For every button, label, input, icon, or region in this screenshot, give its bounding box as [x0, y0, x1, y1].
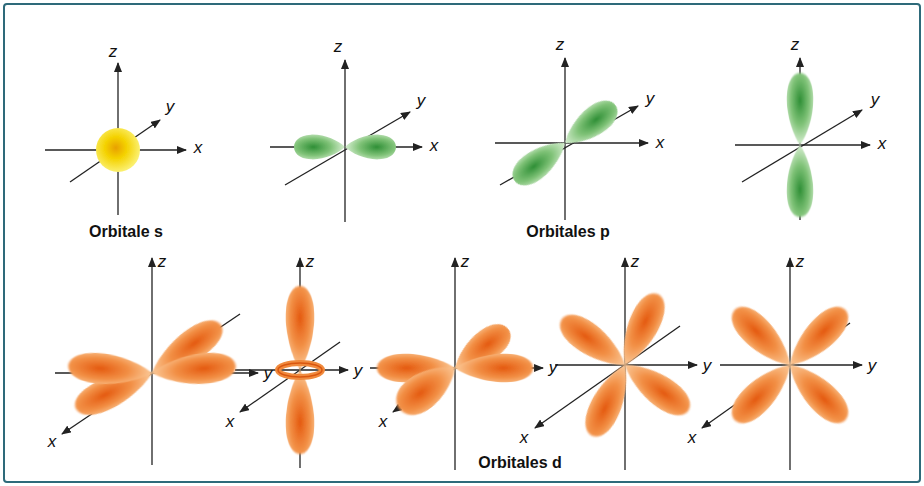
axis-label: x: [48, 433, 57, 452]
axis-label: z: [791, 36, 800, 55]
axis-label: y: [264, 365, 273, 384]
orbital-caption: Orbitale s: [89, 223, 163, 241]
axis-label: y: [549, 359, 558, 378]
axis-label: z: [109, 43, 118, 62]
axis-label: x: [194, 139, 203, 158]
axis-label: x: [878, 135, 887, 154]
axis-label: x: [379, 413, 388, 432]
axis-label: x: [430, 137, 439, 156]
axis-label: y: [417, 92, 426, 111]
axis-label: z: [306, 253, 315, 272]
orbital-caption: Orbitales d: [478, 454, 562, 472]
orbital-caption: Orbitales p: [526, 223, 610, 241]
axis-label: z: [461, 253, 470, 272]
axis-label: z: [334, 38, 343, 57]
axis-label: x: [226, 413, 235, 432]
axis-label: z: [631, 253, 640, 272]
axis-label: x: [656, 134, 665, 153]
axis-label: y: [646, 90, 655, 109]
axis-label: z: [158, 253, 167, 272]
axis-label: y: [703, 357, 712, 376]
axis-label: y: [871, 91, 880, 110]
axis-label: x: [520, 429, 529, 448]
axis-label: z: [556, 36, 565, 55]
axis-label: z: [796, 253, 805, 272]
axis-label: y: [868, 357, 877, 376]
axis-label: y: [166, 98, 175, 117]
axis-label: x: [688, 429, 697, 448]
axis-label: y: [354, 362, 363, 381]
